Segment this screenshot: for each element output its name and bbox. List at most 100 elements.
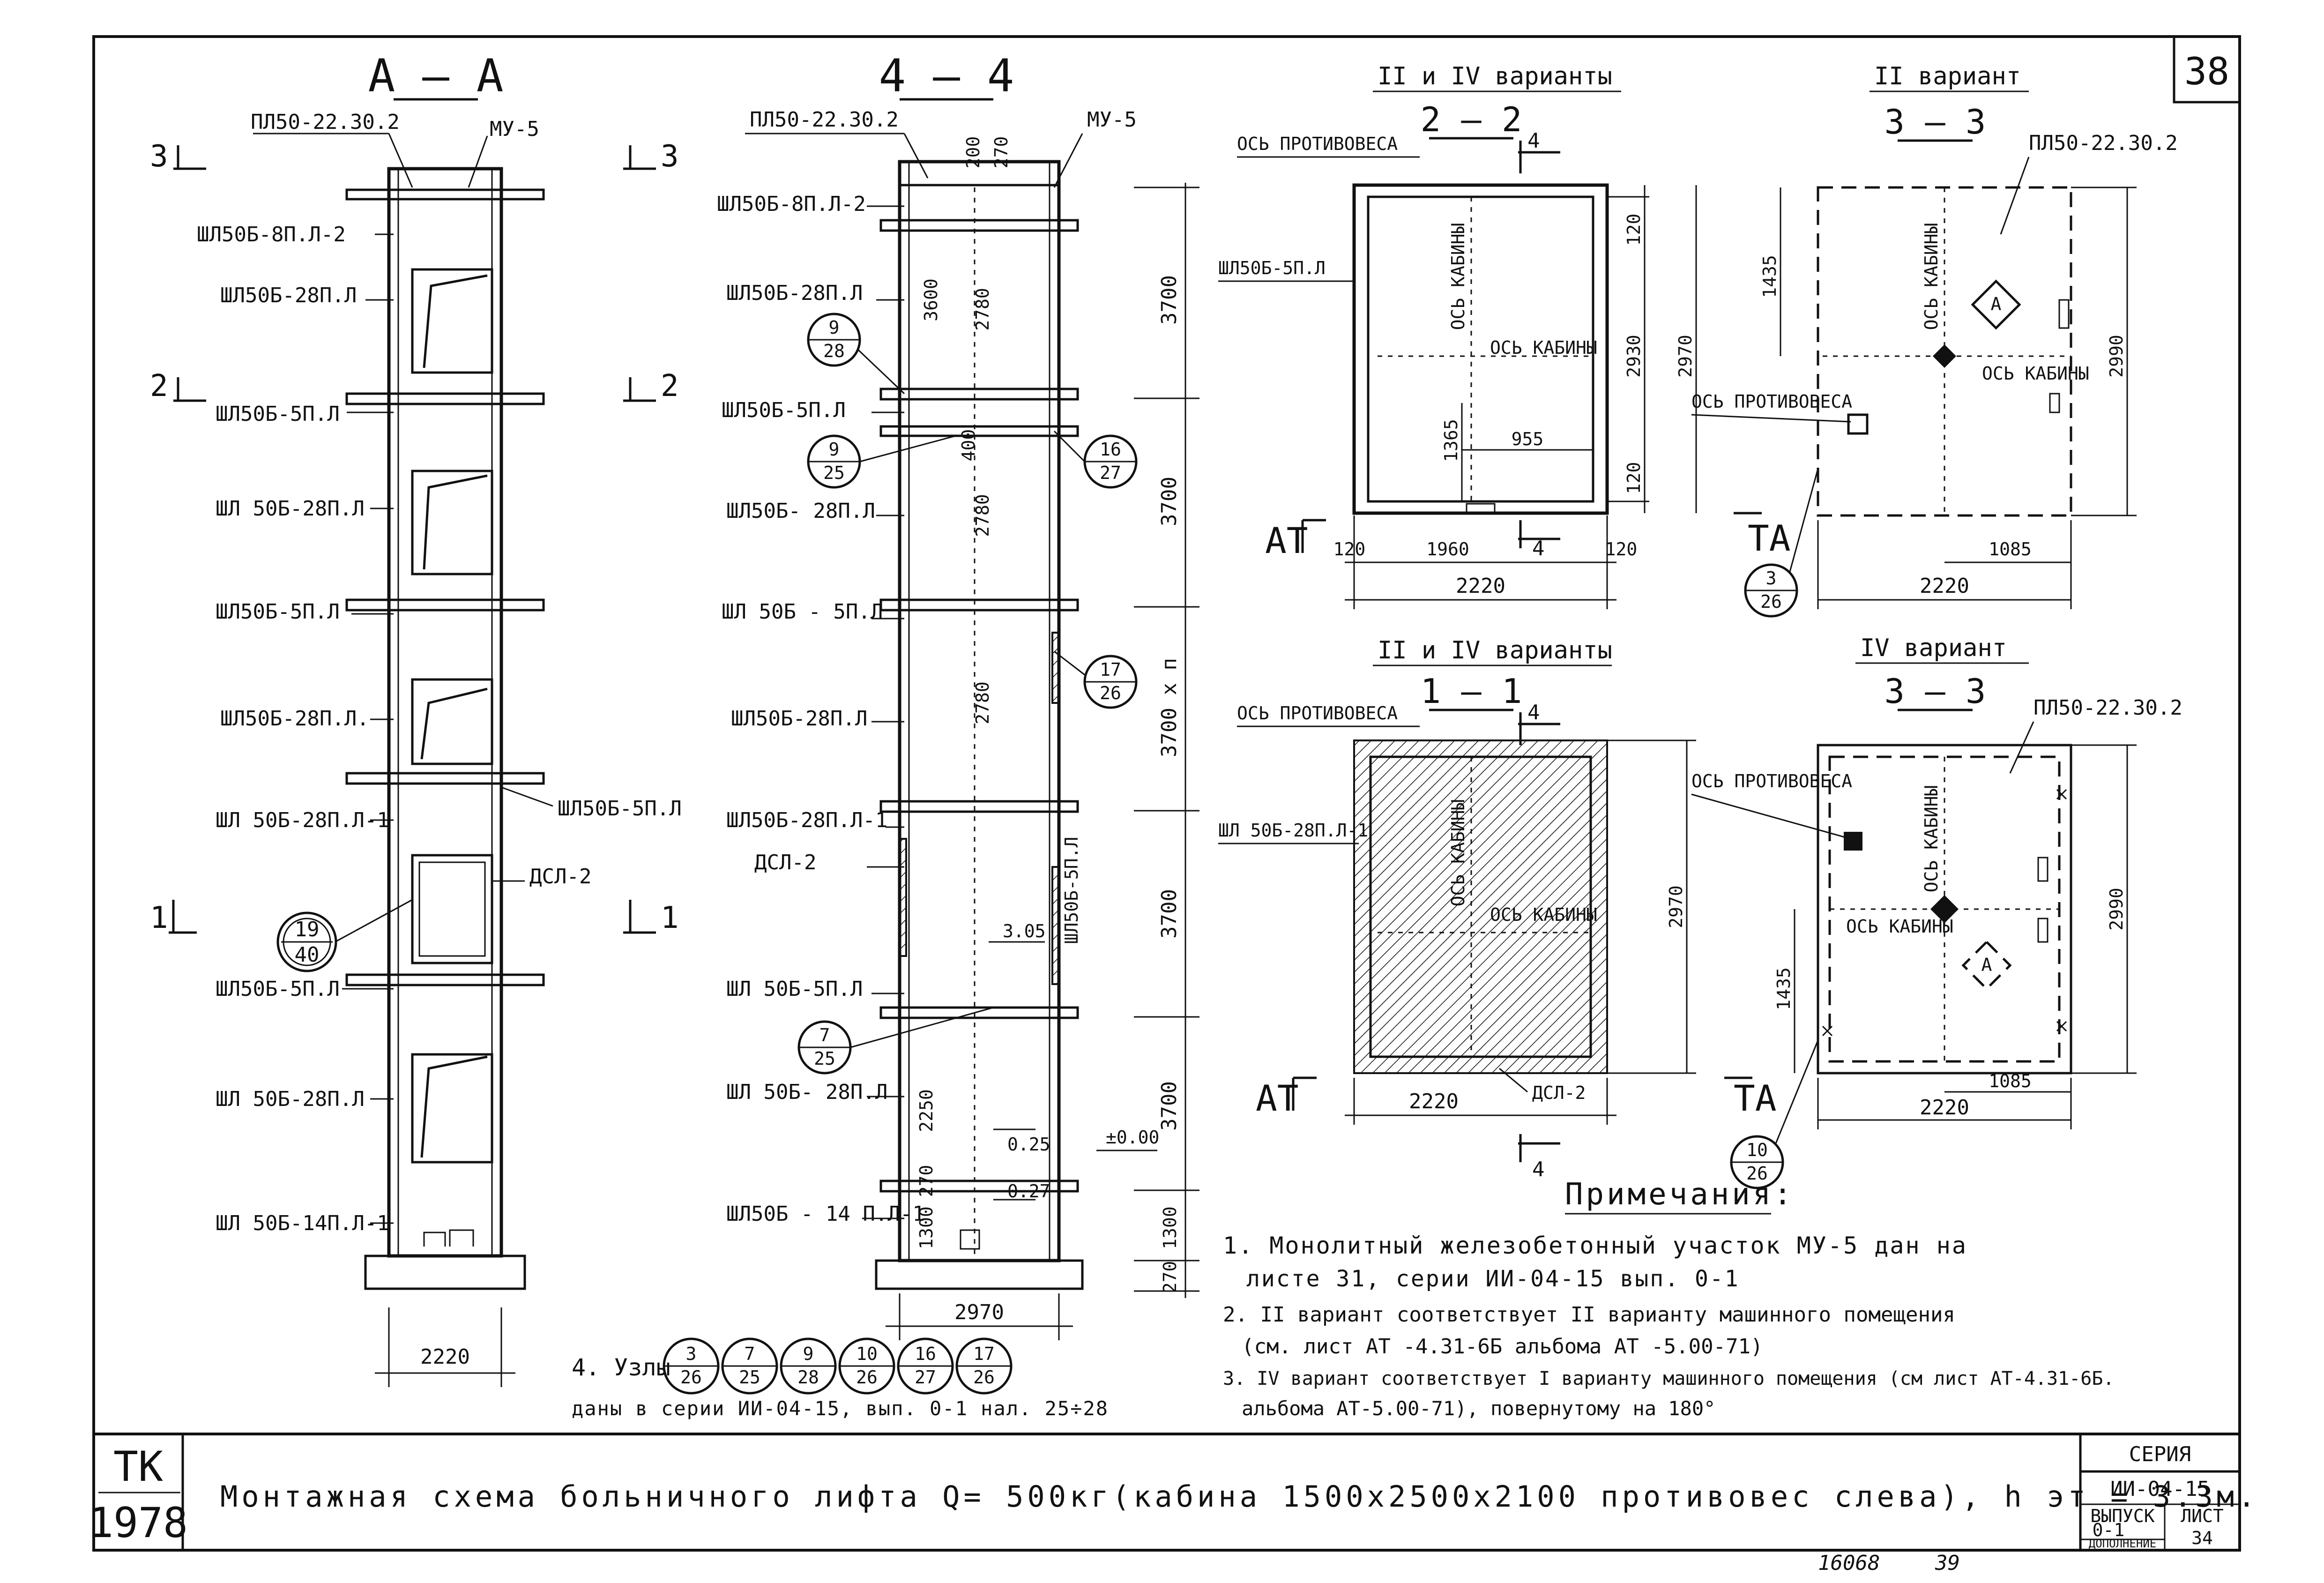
aa-cut-3-right: 3 <box>661 139 679 174</box>
44-l6: ШЛ50Б-28П.Л <box>731 707 867 731</box>
plan-33b: IV вариант 3 — 3 А ПЛ50-22.30.2 ОСЬ КАБИ… <box>1691 634 2182 1189</box>
44-node3-bottom: 27 <box>1100 463 1121 483</box>
plan22-d1365: 1365 <box>1441 419 1461 462</box>
note-3a: 3. IV вариант соответствует I варианту м… <box>1223 1368 2114 1389</box>
aa-l2: ШЛ50Б-28П.Л <box>220 284 357 307</box>
plan33a-diamond <box>1971 279 2021 330</box>
44-node3-top: 16 <box>1100 439 1121 460</box>
aa-cut-1-left: 1 <box>150 901 168 935</box>
plan33b-d2220: 2220 <box>1920 1096 1969 1120</box>
aa-slabs <box>345 188 545 1290</box>
plan33a-cabin-axis-rhomb <box>1933 344 1956 368</box>
plan33a-title: 3 — 3 <box>1885 102 1986 142</box>
plan33a-cabin-axis-horiz: ОСЬ КАБИНЫ <box>1982 363 2089 384</box>
note-2b: (см. лист АТ -4.31-6Б альбома АТ -5.00-7… <box>1242 1335 1763 1359</box>
section-44: 4 — 4 <box>717 50 1199 1340</box>
section-aa: А — А <box>150 50 682 1387</box>
note-2a: 2. II вариант соответствует II варианту … <box>1223 1303 1955 1327</box>
note-4-node4-bottom: 26 <box>856 1367 878 1388</box>
aa-node-callout <box>276 911 337 972</box>
plan22-cut-bottom: 4 <box>1532 537 1545 560</box>
plan22-d955: 955 <box>1512 429 1544 449</box>
44-dim-r4: 3700 <box>1157 889 1181 939</box>
plan33a-header: II вариант <box>1874 62 2021 90</box>
44-l1: ШЛ50Б-8П.Л-2 <box>717 192 866 216</box>
44-d13: 3.05 <box>1003 921 1046 941</box>
plan33a-plate: ПЛ50-22.30.2 <box>2029 131 2178 155</box>
plan11-d2970: 2970 <box>1666 885 1686 928</box>
plan11-cut-bottom: 4 <box>1532 1157 1545 1181</box>
plan33b-ta: ТА <box>1734 1077 1777 1119</box>
plan22-header: II и IV варианты <box>1378 62 1612 90</box>
44-node1-bottom: 28 <box>823 341 845 361</box>
section-44-title: 4 — 4 <box>879 50 1014 102</box>
plan22-cut-top: 4 <box>1527 129 1540 153</box>
44-d8: 400 <box>958 429 979 462</box>
44-leaders <box>745 133 1083 1219</box>
plan-33a: II вариант 3 — 3 А ПЛ50-22.30.2 ОСЬ КАБИ… <box>1691 62 2178 618</box>
aa-cut-3-left: 3 <box>150 139 168 174</box>
plan-11: II и IV варианты 1 — 1 ОСЬ ПРОТИВОВЕСА О… <box>1218 636 1696 1181</box>
plan33a-d1435: 1435 <box>1759 255 1780 298</box>
44-node4-top: 17 <box>1100 659 1121 680</box>
bottom-number: 16068 <box>1818 1551 1880 1575</box>
note-4-prefix: 4. Узлы <box>572 1354 670 1381</box>
aa-l9: ШЛ 50Б-28П.Л <box>216 1087 365 1111</box>
note-4-node1-top: 3 <box>686 1344 697 1364</box>
plan22-b120b: 120 <box>1605 539 1638 560</box>
44-l7: ШЛ50Б-28П.Л-1 <box>726 808 887 832</box>
aa-cut-2-left: 2 <box>150 369 168 403</box>
44-dim-r6: 1300 <box>1160 1206 1180 1249</box>
44-d4: 3600 <box>921 278 941 321</box>
plan22-at: АТ <box>1265 520 1308 561</box>
44-node4-bottom: 26 <box>1100 683 1121 703</box>
plan33a-rhomb-label: А <box>1991 294 2002 314</box>
plan11-cabin-axis-vert: ОСЬ КАБИНЫ <box>1448 799 1468 907</box>
notes: Примечания: 1. Монолитный железобетонный… <box>572 1177 2114 1420</box>
44-d12: 0.27 <box>1007 1181 1050 1202</box>
44-l8: ДСЛ-2 <box>754 851 816 874</box>
note-4-node5-top: 16 <box>915 1344 936 1364</box>
plan22-cabin-axis-horiz: ОСЬ КАБИНЫ <box>1490 337 1597 358</box>
plan33a-counterweight-box <box>1847 413 1869 435</box>
plan33b-d2990: 2990 <box>2106 888 2127 931</box>
aa-width: 2220 <box>420 1345 470 1369</box>
note-4-node4-top: 10 <box>856 1344 878 1364</box>
44-l5: ШЛ 50Б - 5П.Л <box>722 600 883 624</box>
plan33b-rhomb-label: А <box>1981 955 1992 975</box>
plan11-d2220: 2220 <box>1409 1090 1459 1113</box>
plan22-b120a: 120 <box>1333 539 1366 560</box>
plan11-door: ДСЛ-2 <box>1532 1083 1586 1103</box>
44-vertical-right: ШЛ50Б-5П.Л <box>1061 837 1082 944</box>
aa-mu5: МУ-5 <box>490 117 539 141</box>
series-label: СЕРИЯ <box>2129 1442 2191 1466</box>
44-d1: 200 <box>963 136 983 169</box>
aa-top-plate: ПЛ50-22.30.2 <box>251 110 400 134</box>
title-block-title: Монтажная схема больничного лифта Q= 500… <box>220 1479 2259 1514</box>
note-4-node2-top: 7 <box>745 1344 755 1364</box>
44-l9: ШЛ 50Б-5П.Л <box>726 977 863 1001</box>
note-4-node6-top: 17 <box>973 1344 995 1364</box>
plan22-b2220: 2220 <box>1456 574 1505 598</box>
stamp-year: 1978 <box>89 1499 188 1547</box>
plan22-title: 2 — 2 <box>1421 100 1522 139</box>
plan33b-title: 3 — 3 <box>1885 672 1986 711</box>
note-4-node6-bottom: 26 <box>973 1367 995 1388</box>
44-node2-top: 9 <box>829 439 840 460</box>
aa-l8: ШЛ50Б-5П.Л <box>216 977 340 1001</box>
44-mu5: МУ-5 <box>1087 108 1137 132</box>
section-aa-title: А — А <box>368 50 504 102</box>
aa-right1: ШЛ50Б-5П.Л <box>558 797 682 821</box>
44-dim-r7: 270 <box>1160 1261 1180 1293</box>
44-d11: 0.25 <box>1007 1134 1050 1155</box>
aa-right2: ДСЛ-2 <box>529 865 591 889</box>
aa-l3: ШЛ50Б-5П.Л <box>216 402 340 426</box>
note-1a: 1. Монолитный железобетонный участок МУ-… <box>1223 1232 1967 1259</box>
plan33b-node-bottom: 26 <box>1746 1163 1768 1184</box>
44-dim-r1: 3700 <box>1157 275 1181 325</box>
note-4-node3-top: 9 <box>803 1344 814 1364</box>
note-4-node-circles <box>663 1337 1013 1395</box>
44-dim-chain <box>1134 183 1199 1298</box>
44-d16: 1300 <box>916 1206 937 1249</box>
